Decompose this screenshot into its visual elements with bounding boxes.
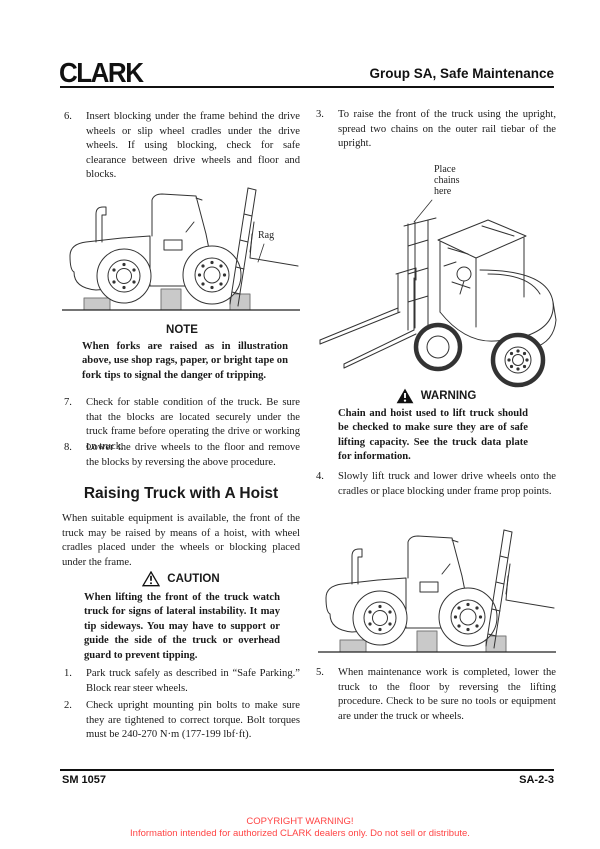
step-3: 3. To raise the front of the truck using… (316, 108, 556, 152)
place-chains-here-label: Place chains here (434, 164, 460, 197)
warning-text: Chain and hoist used to lift truck shoul… (338, 408, 528, 463)
forklift-iso-drawing (319, 199, 557, 388)
step-text: Check upright mounting pin bolts to make… (86, 700, 300, 741)
caution-title: CAUTION (167, 573, 220, 585)
step-number: 4. (316, 471, 324, 482)
step-number: 7. (64, 397, 72, 408)
caution-triangle-icon (142, 571, 161, 587)
step-number: 2. (64, 700, 72, 711)
step-number: 8. (64, 442, 72, 453)
step-number: 1. (64, 668, 72, 679)
step-text: Slowly lift truck and lower drive wheels… (338, 471, 556, 497)
section-intro: When suitable equipment is available, th… (62, 513, 300, 568)
warning-title: WARNING (420, 390, 477, 402)
step-text: Lower the drive wheels to the floor and … (86, 442, 300, 468)
figure-forklift-side-blocked: Rag (62, 172, 300, 314)
figure-forklift-side-blocked-2 (318, 514, 556, 656)
copyright-warning-line1: COPYRIGHT WARNING! (246, 816, 354, 827)
rag-label: Rag (258, 230, 275, 241)
step-text: Check for stable condition of the truck.… (86, 397, 300, 452)
step-text: When maintenance work is completed, lowe… (338, 667, 556, 722)
step-number: 6. (64, 111, 72, 122)
caution-header: CAUTION (62, 571, 300, 587)
header-rule (60, 86, 554, 89)
footer-doc-number: SM 1057 (62, 774, 107, 786)
note-text: When forks are raised as in illustration… (82, 341, 288, 381)
warning-triangle-icon (396, 388, 414, 404)
forklift-side-drawing (62, 187, 300, 311)
forklift-side-drawing (318, 529, 556, 653)
step-8: 8. Lower the drive wheels to the floor a… (64, 441, 300, 470)
step-text: To raise the front of the truck using th… (338, 109, 556, 150)
step-5: 5. When maintenance work is completed, l… (316, 666, 556, 724)
footer-page-number: SA-2-3 (519, 774, 554, 786)
step-7: 7. Check for stable condition of the tru… (64, 396, 300, 454)
section-heading: Raising Truck with A Hoist (83, 485, 279, 502)
clark-logo: CLARK (59, 57, 144, 89)
step-number: 3. (316, 109, 324, 120)
step-6: 6. Insert blocking under the frame behin… (64, 110, 300, 183)
page-header-title: Group SA, Safe Maintenance (369, 66, 554, 81)
caution-text: When lifting the front of the truck watc… (84, 592, 280, 661)
footer-rule (60, 769, 554, 771)
step-text: Insert blocking under the frame behind t… (86, 111, 300, 181)
step-text: Park truck safely as described in “Safe … (86, 668, 300, 694)
warning-header: WARNING (316, 388, 556, 404)
step-2: 2. Check upright mounting pin bolts to m… (64, 699, 300, 743)
copyright-warning-line2: Information intended for authorized CLAR… (130, 828, 470, 839)
figure-forklift-isometric: Place chains here (318, 162, 558, 390)
step-number: 5. (316, 667, 324, 678)
step-4: 4. Slowly lift truck and lower drive whe… (316, 470, 556, 499)
note-title: NOTE (166, 324, 198, 336)
step-1: 1. Park truck safely as described in “Sa… (64, 667, 300, 696)
